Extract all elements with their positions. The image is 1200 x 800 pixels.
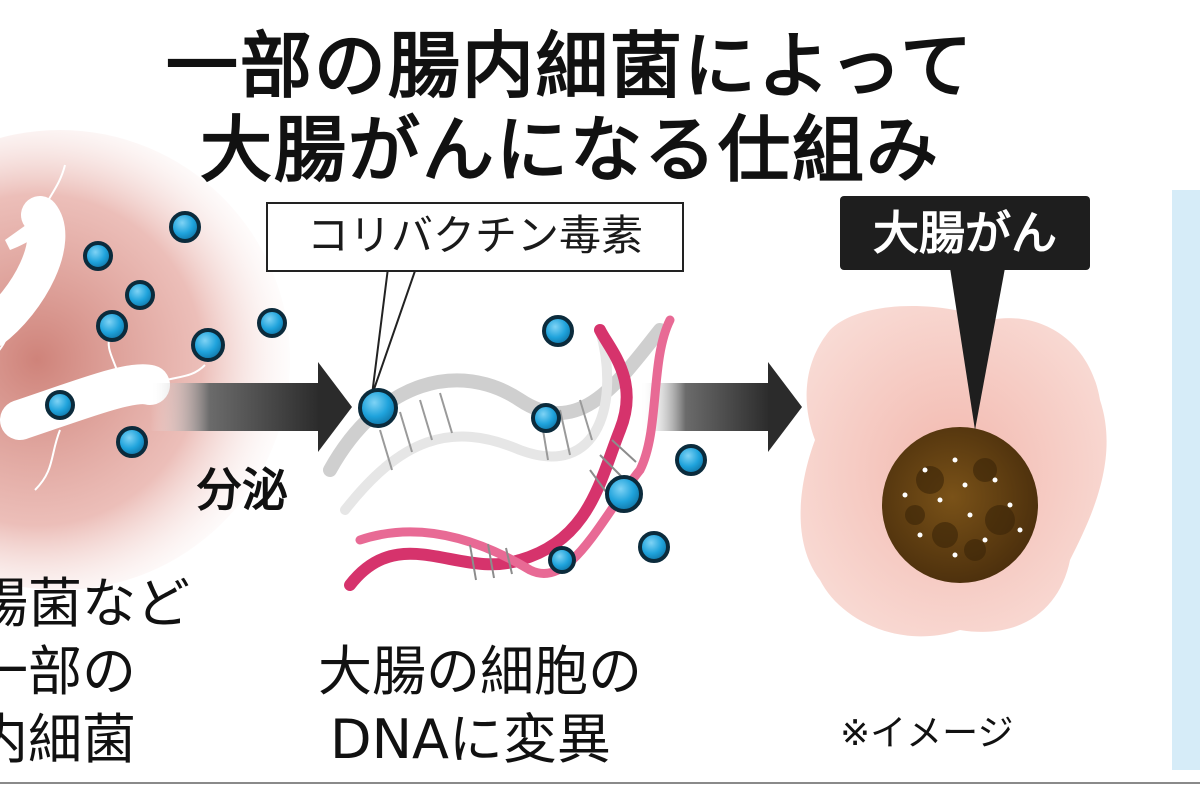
toxin-particle [45, 390, 75, 420]
toxin-particle [605, 475, 643, 513]
secretion-label: 分泌 [196, 463, 288, 517]
cancer-callout-pointer [950, 268, 1005, 430]
toxin-particle [83, 241, 113, 271]
toxin-particle [169, 211, 201, 243]
toxin-particle [358, 388, 398, 428]
toxin-particle [257, 308, 287, 338]
bacteria-label-line-1: 腸菌など [0, 572, 190, 635]
arrow-mutation [640, 362, 802, 452]
toxin-label: コリバクチン毒素 [266, 202, 684, 272]
toxin-particle [675, 444, 707, 476]
dna-label-line-2: DNAに変異 [330, 708, 611, 771]
tumor [882, 427, 1038, 583]
side-panel [1172, 190, 1200, 770]
bottom-divider [0, 782, 1200, 784]
toxin-particle [191, 328, 225, 362]
bacteria-label-line-2: 一部の [0, 640, 136, 703]
toxin-particle [638, 531, 670, 563]
title-line-2: 大腸がんになる仕組み [199, 108, 940, 192]
toxin-particle [96, 310, 128, 342]
title-line-1: 一部の腸内細菌によって [165, 24, 975, 108]
toxin-particles [45, 211, 707, 574]
toxin-particle [531, 403, 561, 433]
cancer-label: 大腸がん [840, 196, 1090, 270]
dna-strand-red [344, 324, 633, 591]
dna-label-line-1: 大腸の細胞の [318, 640, 642, 703]
image-note: ※イメージ [840, 713, 1014, 754]
bacteria-label-line-3: 内細菌 [0, 708, 136, 771]
toxin-particle [125, 280, 155, 310]
toxin-particle [116, 426, 148, 458]
toxin-callout-line [371, 267, 417, 396]
bacteria-illustration [0, 130, 290, 590]
arrow-secretion [150, 362, 352, 452]
toxin-particle [548, 546, 576, 574]
toxin-particle [542, 315, 574, 347]
tissue-illustration [800, 306, 1107, 637]
